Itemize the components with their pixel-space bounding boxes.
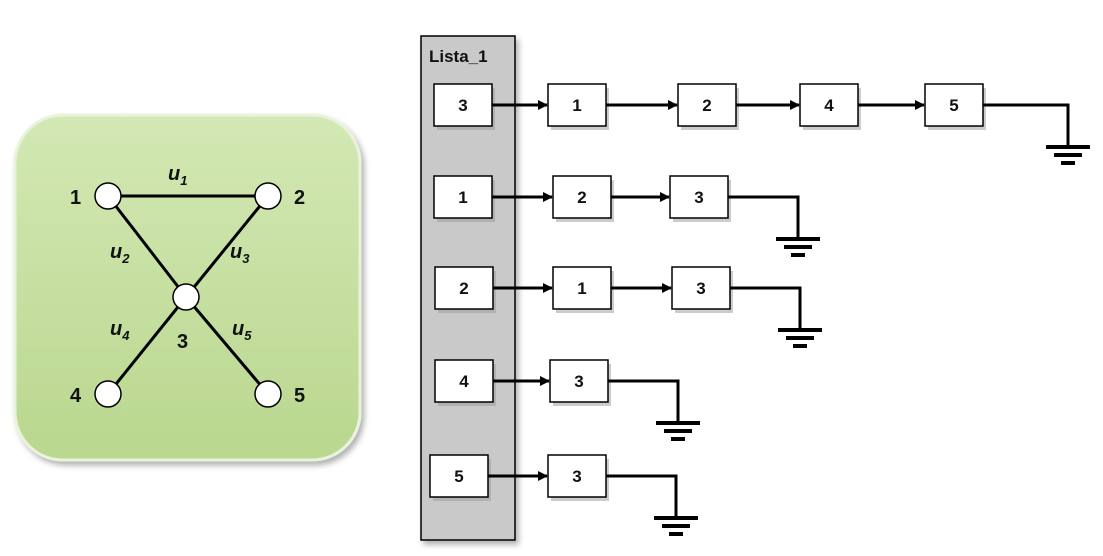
head-box-4: 4 [434,359,496,406]
list-node-5-3-label: 3 [572,467,581,486]
list-node-5-3: 3 [547,454,609,501]
vertex-1 [94,182,122,210]
vertex-label-4: 4 [70,385,82,407]
vertex-label-5: 5 [294,385,305,407]
list-node-3-1-label: 1 [572,96,581,115]
head-box-3-label: 3 [458,96,467,115]
edge-label-u5: u5 [232,318,252,343]
edge-label-u1: u1 [168,163,187,188]
ground-symbol-5 [606,474,698,536]
vertex-4 [94,380,122,408]
edge-u2 [106,195,188,298]
list-node-2-3-label: 3 [696,279,705,298]
list-node-1-2: 2 [552,175,614,222]
edge-u5 [184,296,270,395]
head-box-2-label: 2 [459,279,468,298]
list-node-1-3: 3 [669,175,731,222]
head-box-5: 5 [429,454,491,501]
list-node-3-4-label: 4 [824,96,834,115]
ground-symbol-3 [983,103,1090,165]
edge-label-u2: u2 [110,241,130,266]
edge-label-u4: u4 [110,318,130,343]
list-node-2-3: 3 [671,266,733,313]
list-node-3-2-label: 2 [702,96,711,115]
vertex-3 [172,283,200,311]
list-node-1-2-label: 2 [577,188,586,207]
head-box-2: 2 [434,266,496,313]
list-node-1-3-label: 3 [694,188,703,207]
adjacency-list-panel: Lista_1 3 1 2 4 5 1 2 3 2 1 3 4 3 5 3 [420,35,1090,541]
edge-u3 [184,195,270,298]
adjacency-rows: 3 1 2 4 5 1 2 3 2 1 3 4 3 5 3 [429,83,1090,536]
head-box-1-label: 1 [458,188,467,207]
list-node-2-1-label: 1 [577,279,586,298]
edge-u4 [106,296,188,395]
head-box-3: 3 [433,83,495,130]
head-box-1: 1 [433,175,495,222]
list-node-3-1: 1 [547,83,609,130]
vertex-2 [254,182,282,210]
vertex-5 [254,380,282,408]
vertex-label-1: 1 [70,187,81,209]
vertex-label-2: 2 [294,187,305,209]
ground-symbol-4 [608,379,700,441]
ground-symbol-2 [730,286,822,348]
list-node-3-5-label: 5 [949,96,958,115]
list-node-3-2: 2 [677,83,739,130]
list-node-3-5: 5 [924,83,986,130]
list-node-4-3: 3 [549,359,611,406]
edge-label-u3: u3 [230,241,250,266]
list-node-3-4: 4 [799,83,861,130]
head-box-5-label: 5 [454,467,463,486]
head-box-4-label: 4 [459,372,469,391]
graph-panel: 1 2 3 4 5 u1 u2 u3 u4 u5 [13,113,362,462]
list-node-2-1: 1 [552,266,614,313]
list-title: Lista_1 [429,47,488,66]
list-node-4-3-label: 3 [574,372,583,391]
ground-symbol-1 [728,195,820,257]
vertex-label-3: 3 [177,331,188,353]
